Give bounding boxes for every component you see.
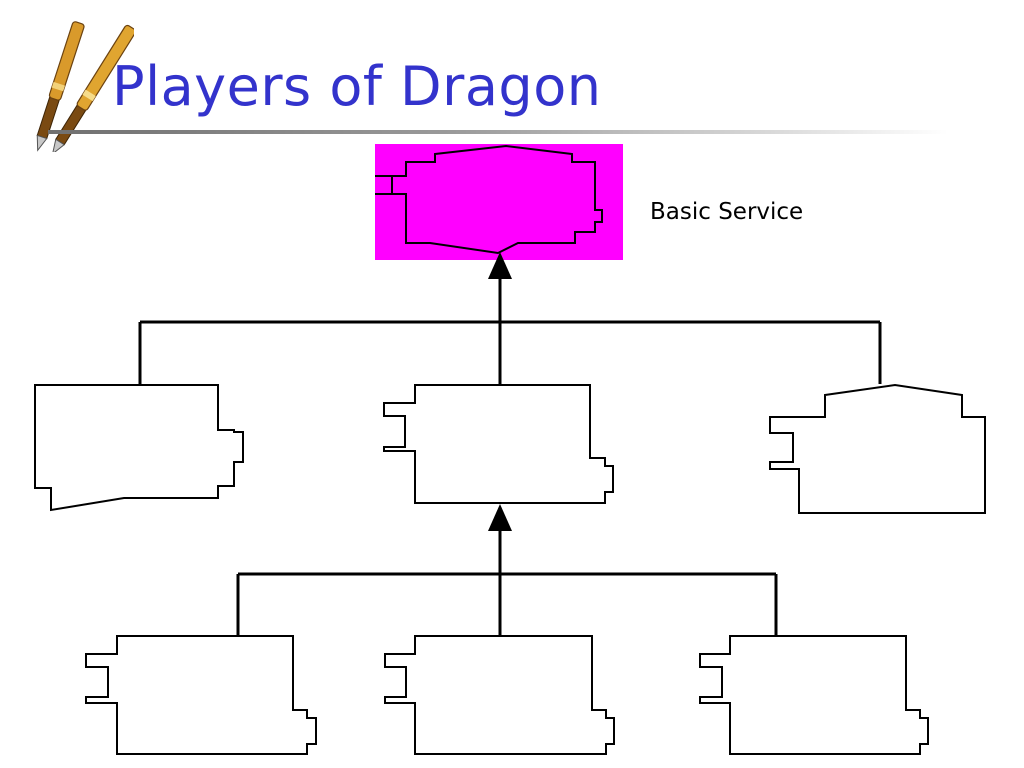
title-divider [48,130,948,134]
subcomponent-bottom-center [384,635,615,755]
slide-title: Players of Dragon [112,55,602,118]
subcomponent-bottom-right [699,635,929,755]
derived-component-center [383,384,614,504]
fountain-pens-icon [36,21,134,152]
derived-component-left [34,384,244,512]
derived-component-right [769,383,986,514]
basic-service-label: Basic Service [650,199,804,225]
subcomponent-bottom-left [85,635,317,755]
basic-service-component [375,144,623,260]
